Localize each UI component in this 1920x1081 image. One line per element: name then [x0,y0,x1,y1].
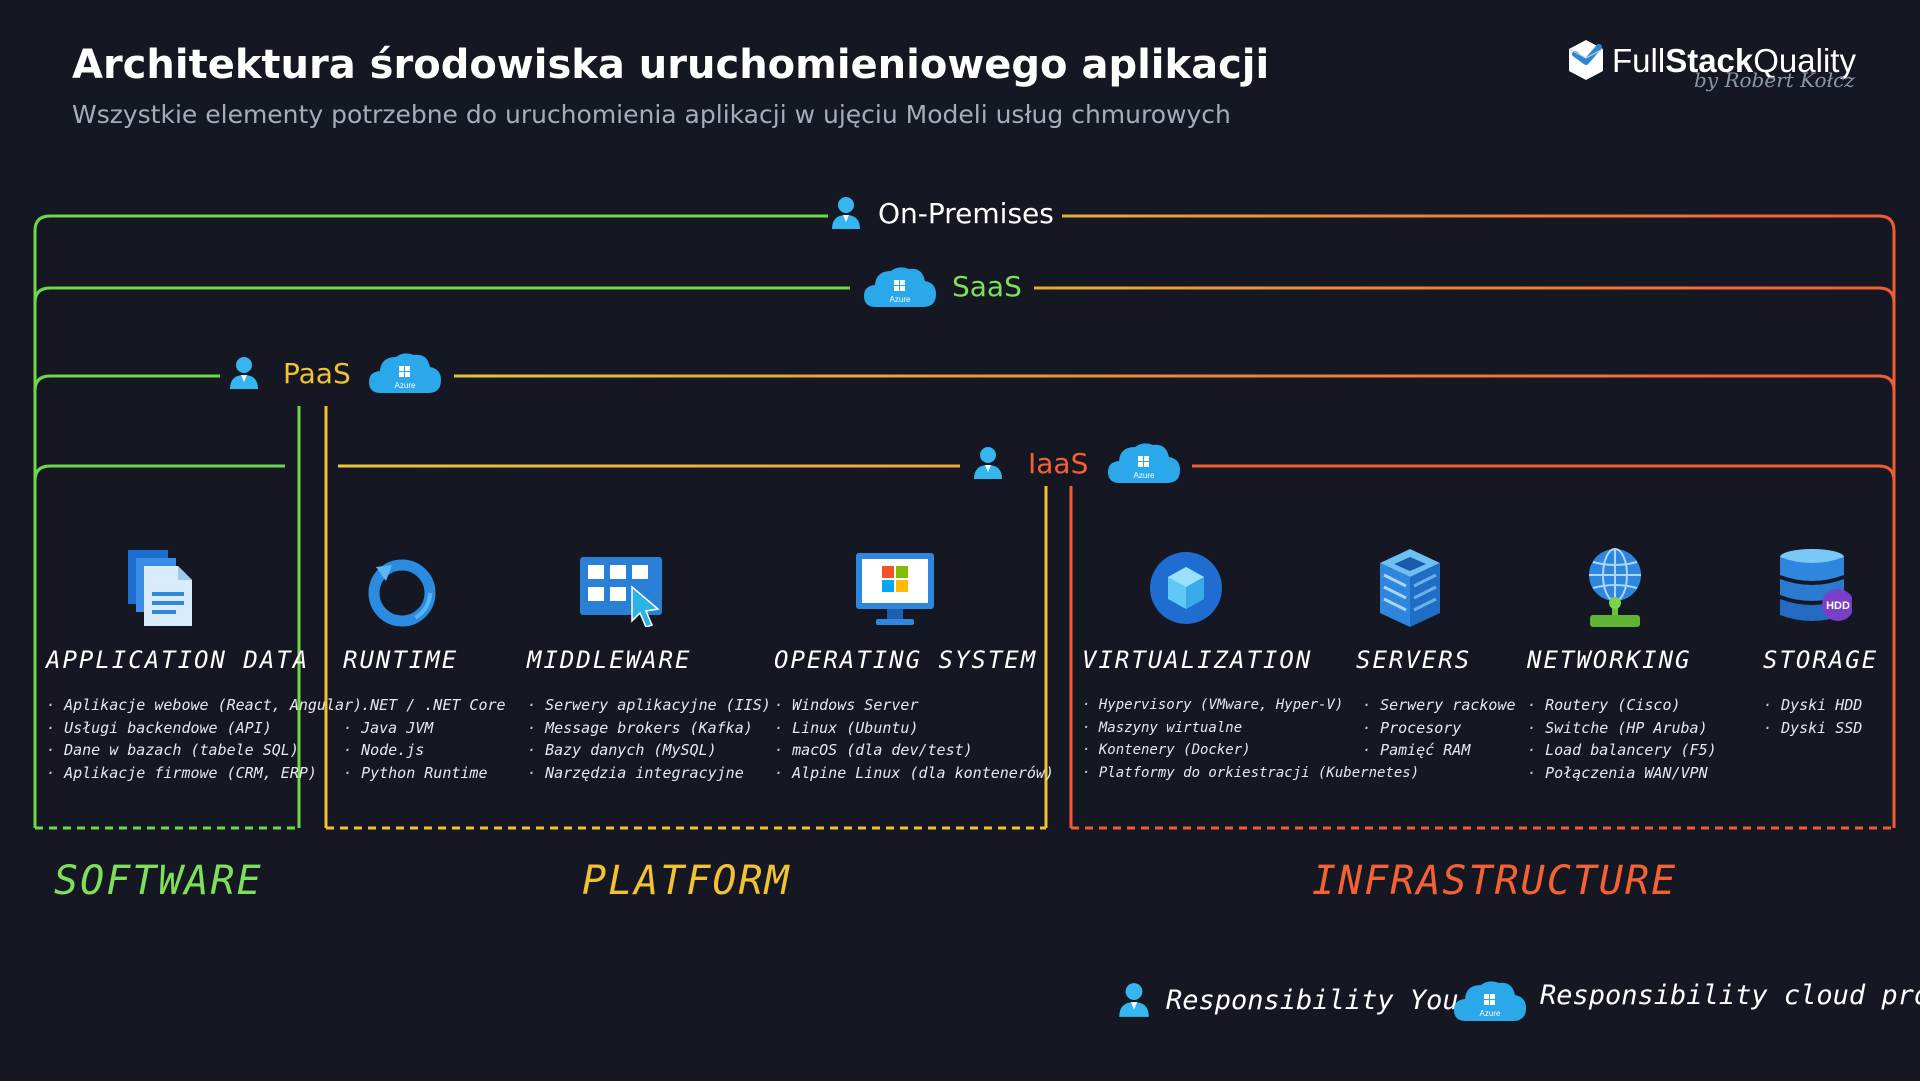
refresh-circle-icon [368,559,436,627]
windows-monitor-icon [856,553,934,625]
svg-text:HDD: HDD [1826,600,1850,612]
person-icon [974,447,1002,479]
list-item: Routery (Cisco) [1527,694,1717,717]
server-rack-icon [1380,549,1440,627]
list-item: Node.js [343,739,506,762]
list-item: Java JVM [343,717,506,740]
page-subtitle: Wszystkie elementy potrzebne do uruchomi… [72,100,1231,129]
list-item: Połączenia WAN/VPN [1527,762,1717,785]
page-title: Architektura środowiska uruchomieniowego… [72,42,1270,88]
column-list-servers: Serwery rackowe Procesory Pamięć RAM [1362,694,1516,762]
svg-text:Azure: Azure [1480,1009,1501,1018]
documents-icon [128,550,192,626]
list-item: Switche (HP Aruba) [1527,717,1717,740]
list-item: .NET / .NET Core [343,694,506,717]
cube-icon [1150,552,1222,624]
list-item: Kontenery (Docker) [1082,739,1419,762]
list-item: Narzędzia integracyjne [527,762,771,785]
list-item: Dyski SSD [1763,717,1862,740]
column-title-virtualization: VIRTUALIZATION [1082,646,1313,674]
list-item: Serwery aplikacyjne (IIS) [527,694,771,717]
azure-cloud-icon: Azure [864,267,936,307]
paas-label: PaaS [283,357,351,390]
list-item: Hypervisory (VMware, Hyper-V) [1082,694,1419,717]
column-title-storage: STORAGE [1763,646,1879,674]
list-item: Message brokers (Kafka) [527,717,771,740]
onprem-label: On-Premises [878,197,1054,230]
saas-label: SaaS [952,270,1022,303]
group-label-platform: PLATFORM [582,858,791,904]
app-grid-cursor-icon [580,557,662,627]
group-label-software: SOFTWARE [54,858,263,904]
person-icon [832,197,860,229]
column-list-networking: Routery (Cisco) Switche (HP Aruba) Load … [1527,694,1717,784]
group-label-infrastructure: INFRASTRUCTURE [1312,858,1678,904]
azure-cloud-icon: Azure [1108,443,1180,483]
person-icon [230,357,258,389]
column-title-networking: NETWORKING [1527,646,1692,674]
list-item: Platformy do orkiestracji (Kubernetes) [1082,762,1419,785]
azure-cloud-icon: Azure [1454,981,1526,1021]
list-item: Python Runtime [343,762,506,785]
list-item: macOS (dla dev/test) [774,739,1054,762]
brand-name: FullStackQuality [1612,42,1856,79]
globe-network-icon [1589,548,1641,627]
database-hdd-icon: HDD [1780,549,1852,621]
column-list-middleware: Serwery aplikacyjne (IIS) Message broker… [527,694,771,784]
brand-byline: by Robert Kołcz [1694,68,1855,92]
list-item: Aplikacje webowe (React, Angular) [46,694,362,717]
column-title-middleware: MIDDLEWARE [527,646,692,674]
brand-logo: FullStackQuality by Robert Kołcz [1566,36,1856,100]
column-title-application-data: APPLICATION DATA [46,646,310,674]
list-item: Bazy danych (MySQL) [527,739,771,762]
list-item: Procesory [1362,717,1516,740]
list-item: Usługi backendowe (API) [46,717,362,740]
azure-cloud-icon: Azure [369,353,441,393]
list-item: Dane w bazach (tabele SQL) [46,739,362,762]
list-item: Windows Server [774,694,1054,717]
column-list-virtualization: Hypervisory (VMware, Hyper-V) Maszyny wi… [1082,694,1419,784]
column-list-operating-system: Windows Server Linux (Ubuntu) macOS (dla… [774,694,1054,784]
column-title-operating-system: OPERATING SYSTEM [774,646,1038,674]
list-item: Maszyny wirtualne [1082,717,1419,740]
column-title-runtime: RUNTIME [343,646,459,674]
list-item: Pamięć RAM [1362,739,1516,762]
column-list-runtime: .NET / .NET Core Java JVM Node.js Python… [343,694,506,784]
svg-text:Azure: Azure [1134,471,1155,480]
legend-responsibility-you: Responsibility You [1166,985,1459,1016]
column-list-storage: Dyski HDD Dyski SSD [1763,694,1862,739]
list-item: Linux (Ubuntu) [774,717,1054,740]
svg-text:Azure: Azure [395,381,416,390]
svg-text:Azure: Azure [890,295,911,304]
column-list-application-data: Aplikacje webowe (React, Angular) Usługi… [46,694,362,784]
iaas-label: IaaS [1028,447,1089,480]
checkmark-shield-icon [1568,40,1604,80]
list-item: Alpine Linux (dla kontenerów) [774,762,1054,785]
list-item: Dyski HDD [1763,694,1862,717]
list-item: Serwery rackowe [1362,694,1515,717]
list-item: Aplikacje firmowe (CRM, ERP) [46,762,362,785]
list-item: Load balancery (F5) [1527,739,1717,762]
column-title-servers: SERVERS [1356,646,1472,674]
legend-responsibility-cloud-provider: Responsibility cloud provider [1540,980,1920,1011]
person-icon [1119,983,1149,1017]
